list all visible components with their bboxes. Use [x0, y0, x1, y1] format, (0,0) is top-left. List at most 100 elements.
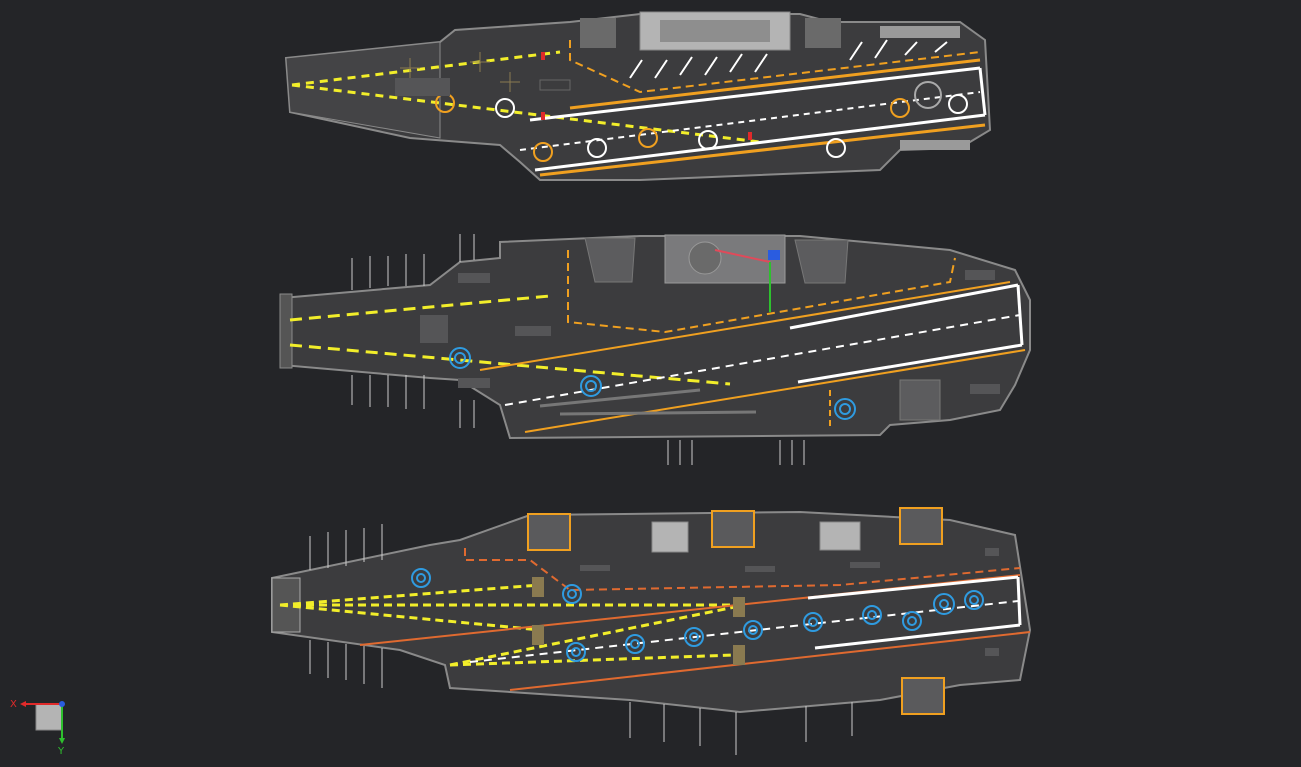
carrier-bottom-catapult-block-2 — [532, 625, 544, 645]
carrier-top-white-line-1 — [529, 66, 981, 122]
carrier-top-white-end — [978, 67, 987, 116]
carrier-middle-marker-1 — [449, 347, 471, 369]
carrier-top-orange-dashed — [569, 40, 981, 94]
axis-gizmo[interactable]: X Y — [8, 694, 72, 758]
carrier-middle-island — [664, 234, 786, 284]
carrier-middle-marker-2-inner — [585, 380, 597, 392]
carrier-bottom-orange-line-2 — [509, 631, 1031, 691]
carrier-bottom-island-1 — [651, 521, 689, 553]
carrier-middle-red-highlight — [714, 249, 771, 263]
carrier-bottom-yellow-5 — [449, 653, 736, 667]
carrier-middle-marker-2 — [580, 375, 602, 397]
carrier-top-white-dashed — [519, 91, 981, 151]
axis-x-arrowhead — [20, 701, 26, 707]
carrier-middle-white-line-2 — [797, 343, 1023, 384]
carrier-top-ghost-marks — [400, 52, 520, 92]
carrier-middle-orange-line-1 — [479, 281, 1011, 371]
carrier-middle-white-line-1 — [789, 283, 1019, 330]
carrier-bottom-white-line-2 — [814, 623, 1021, 650]
carrier-middle-blue-highlight — [768, 250, 780, 260]
carrier-top-marker-9 — [948, 94, 968, 114]
carrier-middle-orange-line-2 — [524, 349, 1026, 433]
axis-y-arrowhead — [59, 738, 65, 744]
carrier-bottom-yellow-3 — [279, 603, 541, 632]
carrier-bottom-white-end — [1016, 576, 1022, 626]
carrier-top-deck-panel — [395, 78, 450, 96]
carrier-middle-deck-panel-6 — [458, 378, 490, 388]
carrier-middle-marker-3-inner — [839, 403, 851, 415]
carrier-top-white-line-2 — [534, 113, 986, 172]
carrier-top-sponson-1 — [900, 140, 970, 150]
carrier-top[interactable] — [284, 11, 992, 181]
carrier-bottom-catapult-block-1 — [532, 577, 544, 597]
carrier-middle[interactable] — [279, 234, 1031, 465]
carrier-middle-deck-panel-5 — [458, 273, 490, 283]
carrier-bottom-elevator-2 — [711, 510, 755, 548]
carrier-top-sponson-2 — [880, 26, 960, 38]
carrier-top-marker-2 — [495, 98, 515, 118]
carrier-bottom-deck-panel-2 — [745, 566, 775, 572]
carrier-bottom-deck-panel-1 — [580, 565, 610, 571]
carrier-top-bow — [285, 41, 441, 139]
carrier-top-marker-10 — [914, 81, 942, 109]
carrier-bottom-yellow-4 — [449, 605, 736, 667]
carrier-middle-elevator-2 — [794, 239, 849, 284]
carrier-top-marker-5 — [638, 128, 658, 148]
carrier-top-marker-6 — [698, 130, 718, 150]
carrier-middle-antennas — [351, 234, 805, 465]
carrier-middle-white-end — [1016, 284, 1024, 346]
carrier-top-marker-3 — [533, 142, 553, 162]
carrier-middle-bow — [279, 293, 293, 369]
carrier-middle-deck-panel-3 — [965, 270, 995, 280]
carrier-bottom-antennas — [309, 524, 853, 755]
carrier-top-marker-4 — [587, 138, 607, 158]
axis-y-label: Y — [57, 746, 65, 757]
carrier-top-yellow-line-1 — [291, 50, 561, 87]
axis-x-label: X — [10, 699, 17, 710]
carrier-top-yellow-line-2 — [291, 83, 761, 144]
carrier-bottom-yellow-2 — [279, 583, 541, 607]
carrier-bottom[interactable] — [271, 507, 1032, 755]
carrier-top-elevator-2 — [805, 18, 841, 48]
carrier-bottom-island-2 — [819, 521, 861, 551]
axis-z-dot — [59, 701, 65, 707]
carrier-bottom-hull — [271, 510, 1032, 714]
carrier-bottom-elevator-1 — [527, 513, 571, 551]
carrier-middle-catapult-2 — [559, 410, 757, 416]
carrier-middle-marker-3 — [834, 398, 856, 420]
carrier-bottom-deck-panel-4 — [985, 548, 999, 556]
carrier-middle-hull — [281, 235, 1031, 440]
carrier-middle-deck-panel-4 — [970, 384, 1000, 394]
carrier-bottom-white-dashed — [469, 600, 1019, 663]
carrier-middle-elevator-1 — [584, 237, 636, 283]
carrier-middle-yellow-line-1 — [289, 294, 551, 322]
carrier-middle-deck-panel-2 — [515, 326, 551, 336]
carrier-bottom-deck-panel-3 — [850, 562, 880, 568]
carrier-bottom-deck-panel-5 — [985, 648, 999, 656]
axis-gizmo-cube — [35, 703, 63, 731]
carrier-bottom-catapult-block-3 — [733, 597, 745, 617]
carrier-top-elevator-1 — [580, 18, 616, 48]
carrier-middle-catapult-1 — [539, 388, 701, 408]
carrier-bottom-white-line-1 — [807, 575, 1019, 600]
carrier-top-marker-7 — [826, 138, 846, 158]
carrier-top-marker-8 — [890, 98, 910, 118]
carrier-middle-orange-dashed — [567, 250, 956, 334]
carrier-top-deck-panel-2 — [539, 79, 571, 91]
carrier-top-red-marker-3 — [748, 132, 752, 140]
carrier-middle-marker-1-inner — [454, 352, 466, 364]
carrier-top-aircraft-row — [629, 39, 948, 79]
carrier-middle-radar — [688, 241, 722, 275]
carrier-bottom-markers — [411, 568, 984, 662]
carrier-bottom-elevator-3 — [899, 507, 943, 545]
carrier-bottom-catapult-block-4 — [733, 645, 745, 665]
carrier-top-red-marker-1 — [541, 52, 545, 60]
carrier-top-orange-line-1 — [569, 58, 981, 110]
carrier-middle-deck-panel-1 — [420, 315, 448, 343]
carrier-top-red-marker-2 — [541, 112, 545, 120]
carrier-middle-elevator-3 — [899, 379, 941, 421]
carrier-bottom-elevator-4 — [901, 677, 945, 715]
carrier-top-island-detail — [660, 20, 770, 42]
